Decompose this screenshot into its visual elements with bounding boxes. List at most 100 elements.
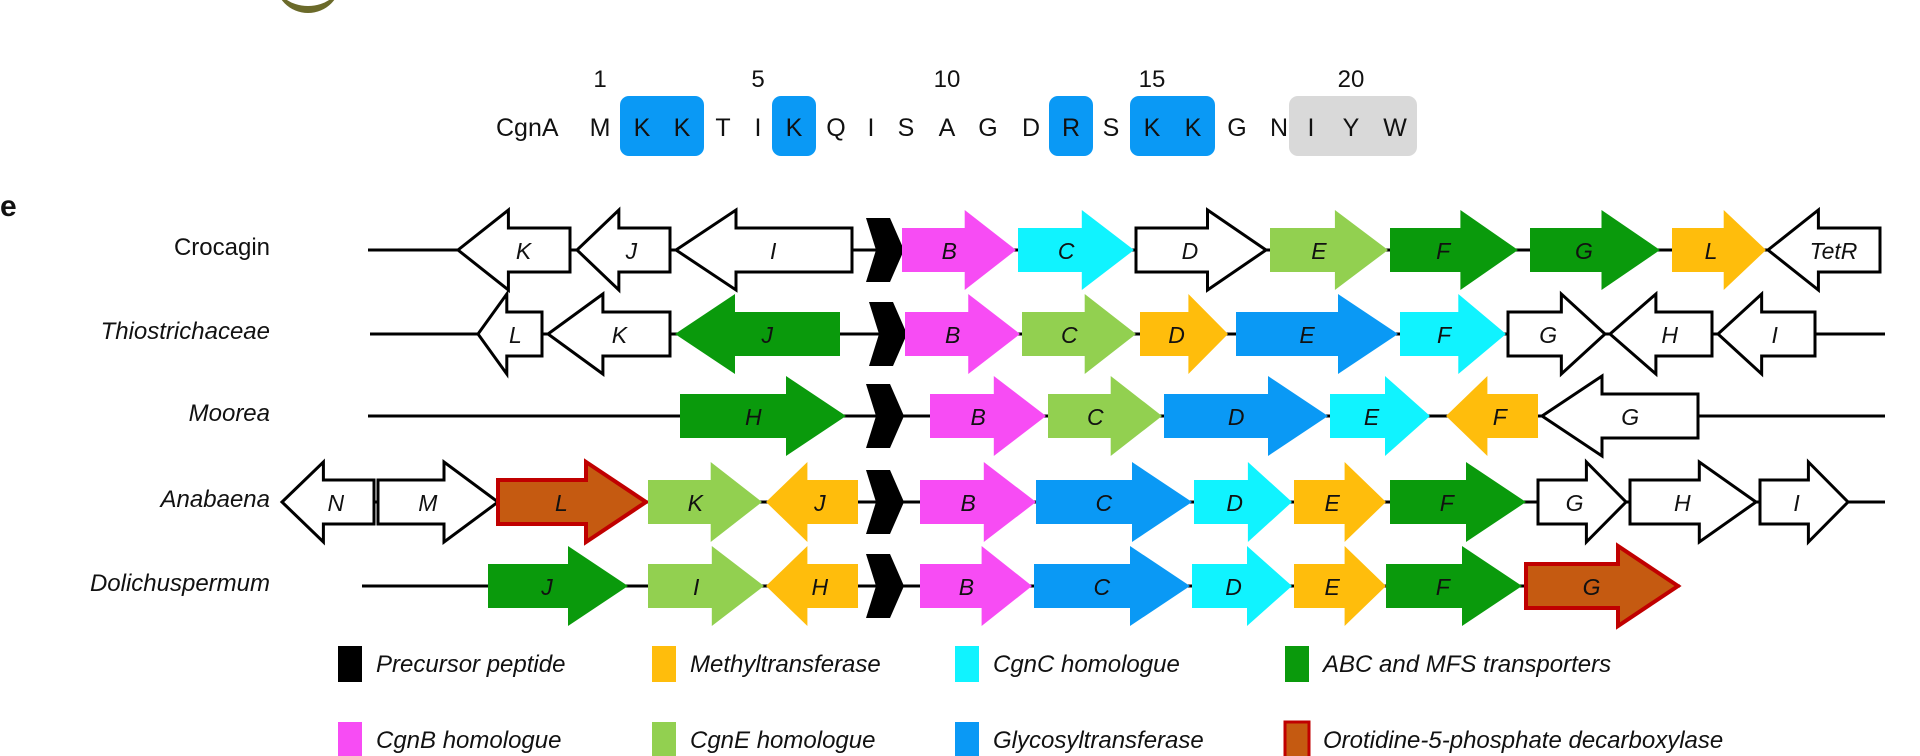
gene-arrow <box>1022 294 1136 374</box>
sequence-residue: K <box>785 114 803 142</box>
gene-label: G <box>1566 490 1584 516</box>
gene-label: G <box>1575 238 1593 264</box>
gene-label: D <box>1226 490 1243 516</box>
gene-arrow <box>1390 462 1526 542</box>
sequence-residue: R <box>1061 114 1081 142</box>
sequence-residue: Y <box>1342 114 1360 142</box>
legend-swatch <box>955 646 979 682</box>
gene-label: E <box>1311 238 1327 264</box>
residue-highlight <box>1049 96 1093 156</box>
gene-label: L <box>1705 238 1718 264</box>
legend-label: ABC and MFS transporters <box>1321 651 1611 678</box>
precursor-peptide-gene <box>866 218 904 282</box>
gene-label: I <box>693 574 700 600</box>
gene-label: C <box>1058 238 1075 264</box>
gene-arrow <box>1765 206 1882 294</box>
gene-arrow <box>902 210 1016 290</box>
gene-arrow <box>1236 294 1398 374</box>
gene-arrow <box>1036 462 1192 542</box>
residue-highlight <box>1289 96 1417 156</box>
gene-arrow <box>1048 376 1162 456</box>
legend-label: CgnB homologue <box>376 727 561 754</box>
gene-arrow <box>1192 546 1292 626</box>
gene-label: TetR <box>1810 238 1858 264</box>
legend-label: Precursor peptide <box>376 651 565 678</box>
gene-arrow <box>1194 462 1292 542</box>
sequence-residue: G <box>1227 114 1247 142</box>
gene-arrow <box>1758 458 1851 546</box>
precursor-peptide-gene <box>866 470 904 534</box>
gene-arrow <box>1270 210 1388 290</box>
gene-label: C <box>1087 404 1104 430</box>
legend-swatch <box>955 722 979 756</box>
sequence-position-number: 1 <box>593 66 607 93</box>
gene-label: C <box>1095 490 1112 516</box>
gene-label: G <box>1583 574 1601 600</box>
legend-swatch <box>1285 646 1309 682</box>
gene-arrow <box>648 546 764 626</box>
sequence-position-number: 5 <box>751 66 765 93</box>
sequence-residue: G <box>978 114 998 142</box>
gene-arrow <box>1294 462 1386 542</box>
cluster-name-label: Moorea <box>188 400 270 427</box>
gene-label: B <box>960 490 975 516</box>
gene-label: E <box>1325 574 1341 600</box>
gene-label: J <box>625 238 638 264</box>
legend-label: Glycosyltransferase <box>993 727 1204 754</box>
gene-arrow <box>1400 294 1506 374</box>
legend-swatch <box>1283 720 1311 756</box>
legend-swatch <box>652 722 676 756</box>
sequence-residue: S <box>897 114 915 142</box>
legend-label: Methyltransferase <box>690 651 881 678</box>
gene-arrow <box>1524 542 1682 630</box>
gene-label: D <box>1225 574 1242 600</box>
sequence-residue: D <box>1021 114 1041 142</box>
gene-arrow <box>1446 376 1538 456</box>
cluster-name-label: Dolichuspermum <box>89 570 270 597</box>
gene-arrow <box>920 462 1036 542</box>
gene-label: B <box>970 404 985 430</box>
gene-label: H <box>745 404 762 430</box>
gene-arrow <box>1034 546 1190 626</box>
gene-label: K <box>516 238 533 264</box>
sequence-residue: N <box>1269 114 1289 142</box>
panel-letter: e <box>0 190 17 223</box>
precursor-peptide-gene <box>869 302 907 366</box>
sequence-position-number: 10 <box>933 66 961 93</box>
legend-label: CgnE homologue <box>690 727 875 754</box>
gene-arrow <box>930 376 1046 456</box>
gene-label: H <box>1661 322 1678 348</box>
gene-label: K <box>612 322 629 348</box>
gene-label: D <box>1182 238 1199 264</box>
gene-label: G <box>1621 404 1639 430</box>
sequence-residue: A <box>938 114 956 142</box>
precursor-peptide-gene <box>866 384 904 448</box>
gene-arrow <box>574 206 672 294</box>
gene-arrow <box>1628 459 1759 545</box>
gene-arrow <box>1386 546 1522 626</box>
gene-arrow <box>648 462 762 542</box>
gene-label: N <box>328 490 345 516</box>
gene-arrow <box>673 207 854 293</box>
sequence-residue: K <box>673 114 691 142</box>
sequence-label: CgnA <box>496 114 559 142</box>
gene-arrow <box>488 546 628 626</box>
legend-swatch <box>652 646 676 682</box>
gene-label: I <box>770 238 777 264</box>
gene-arrow <box>1672 210 1766 290</box>
cluster-name-label: Crocagin <box>173 234 270 261</box>
residue-highlight <box>620 96 704 156</box>
gene-arrow <box>680 376 846 456</box>
gene-arrow <box>455 206 572 294</box>
sequence-residue: K <box>633 114 651 142</box>
sequence-residue: I <box>1307 114 1315 142</box>
gene-arrow <box>476 289 544 379</box>
gene-label: F <box>1436 574 1452 600</box>
gene-arrow <box>1715 290 1817 378</box>
gene-arrow <box>1539 373 1700 459</box>
sequence-residue: S <box>1102 114 1120 142</box>
